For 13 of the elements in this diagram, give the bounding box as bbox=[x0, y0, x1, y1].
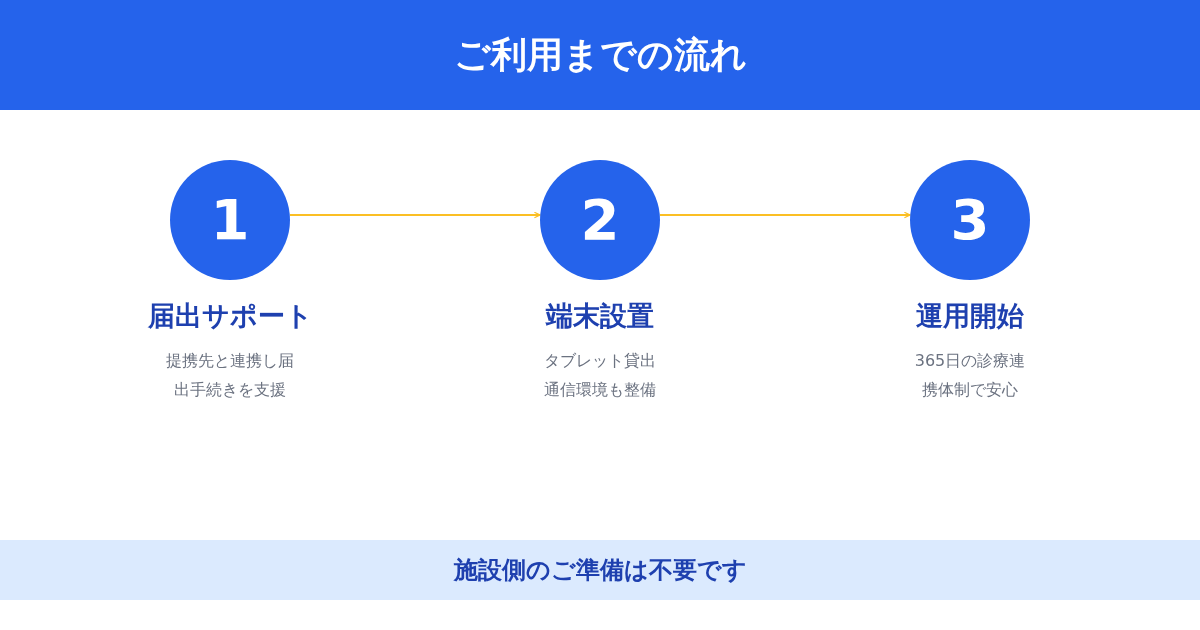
step-circle: 2 bbox=[540, 160, 660, 280]
step-heading: 運用開始 bbox=[916, 299, 1024, 333]
step-circle: 3 bbox=[910, 160, 1030, 280]
page-title: ご利用までの流れ bbox=[453, 32, 747, 77]
step-description: 提携先と連携し届出手続きを支援 bbox=[165, 350, 295, 401]
step-description: タブレット貸出通信環境も整備 bbox=[543, 350, 657, 401]
step-description: 365日の診療連携体制で安心 bbox=[913, 350, 1027, 401]
step-heading: 端末設置 bbox=[546, 299, 654, 333]
note-band: 施設側のご準備は不要です bbox=[0, 540, 1200, 600]
step-heading: 届出サポート bbox=[147, 299, 313, 333]
step-circle: 1 bbox=[170, 160, 290, 280]
arrow bbox=[289, 211, 541, 219]
arrow bbox=[659, 211, 911, 219]
